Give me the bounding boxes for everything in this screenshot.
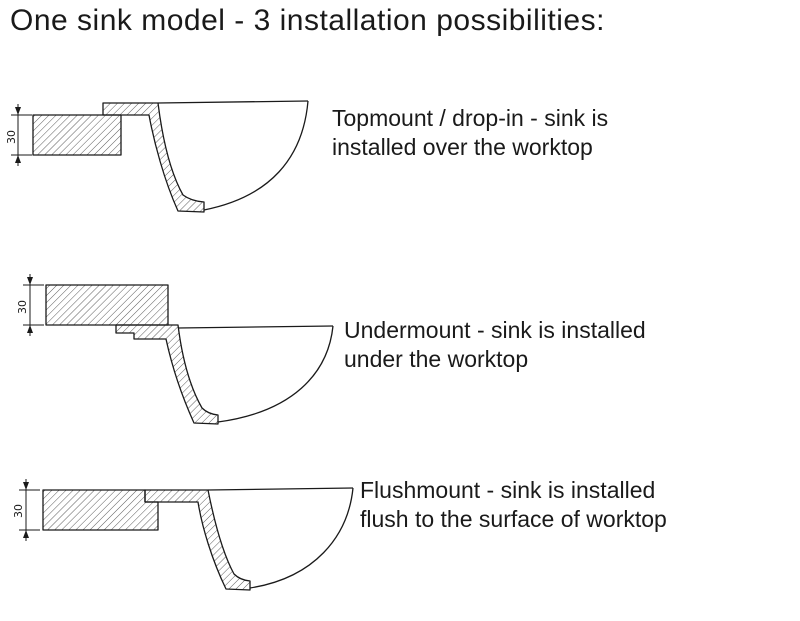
sink-wall-section: [144, 489, 251, 591]
dimension-arrow-top: [23, 482, 29, 490]
sink-wall-section: [115, 324, 219, 425]
dimension-arrow-bottom: [27, 325, 33, 333]
dimension-arrow-bottom: [23, 530, 29, 538]
sink-bowl-outline: [203, 100, 309, 211]
caption-line: flush to the surface of worktop: [360, 506, 667, 532]
caption-line: Undermount - sink is installed: [344, 317, 646, 343]
caption-line: Flushmount - sink is installed: [360, 477, 656, 503]
sink-rim-line: [177, 325, 334, 329]
dimension-30-topmount: 30: [6, 104, 32, 166]
undermount-drawing: 30: [16, 274, 334, 425]
dimension-arrow-top: [15, 107, 21, 115]
dimension-30-flushmount: 30: [12, 479, 40, 541]
sink-wall-section: [102, 102, 205, 213]
worktop-section: [42, 489, 159, 531]
caption-line: under the worktop: [344, 346, 529, 372]
dimension-arrow-top: [27, 277, 33, 285]
dimension-30-undermount: 30: [16, 274, 44, 336]
topmount-drawing: 30: [6, 100, 309, 213]
sink-bowl-outline: [249, 487, 354, 589]
sink-rim-line: [157, 100, 309, 104]
caption-line: Topmount / drop-in - sink is: [332, 105, 609, 131]
flushmount-caption: Flushmount - sink is installed flush to …: [360, 476, 667, 534]
page-title: One sink model - 3 installation possibil…: [10, 4, 605, 37]
topmount-caption: Topmount / drop-in - sink is installed o…: [332, 104, 608, 162]
dimension-label: 30: [12, 504, 25, 518]
flushmount-drawing: 30: [12, 479, 354, 591]
caption-line: installed over the worktop: [332, 134, 593, 160]
sink-bowl-outline: [217, 325, 334, 423]
sink-rim-line: [207, 487, 354, 491]
undermount-caption: Undermount - sink is installed under the…: [344, 316, 646, 374]
worktop-section: [32, 114, 122, 156]
worktop-section: [45, 284, 169, 326]
dimension-label: 30: [6, 130, 18, 144]
dimension-arrow-bottom: [15, 155, 21, 163]
dimension-label: 30: [16, 300, 29, 314]
